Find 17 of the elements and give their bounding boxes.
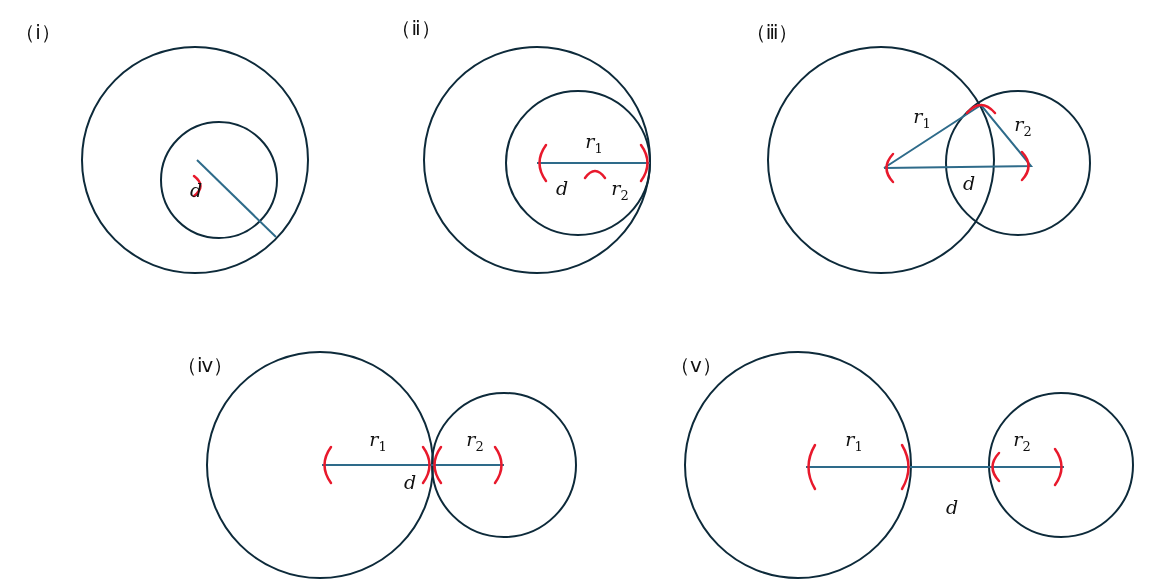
panel-label: （ⅰ） bbox=[15, 18, 61, 46]
variable-label: d bbox=[962, 172, 976, 194]
variable-label: r$_{1}$ bbox=[845, 428, 863, 454]
variable-label: r$_{1}$ bbox=[913, 105, 931, 131]
variable-label: r$_{2}$ bbox=[611, 177, 629, 203]
variable-label: d bbox=[555, 177, 569, 199]
variable-label: r$_{1}$ bbox=[585, 130, 603, 156]
panel-label: （ⅳ） bbox=[176, 351, 234, 379]
panel-label: （ⅱ） bbox=[391, 14, 441, 42]
variable-label: r$_{1}$ bbox=[369, 428, 387, 454]
panel-label: （ⅲ） bbox=[745, 18, 799, 46]
panel-label: （ⅴ） bbox=[670, 351, 722, 379]
variable-label: r$_{2}$ bbox=[1014, 113, 1032, 139]
variable-label: r$_{2}$ bbox=[1013, 428, 1031, 454]
variable-label: d bbox=[403, 471, 417, 493]
variable-label: d bbox=[945, 496, 959, 518]
variable-label: r$_{2}$ bbox=[466, 428, 484, 454]
